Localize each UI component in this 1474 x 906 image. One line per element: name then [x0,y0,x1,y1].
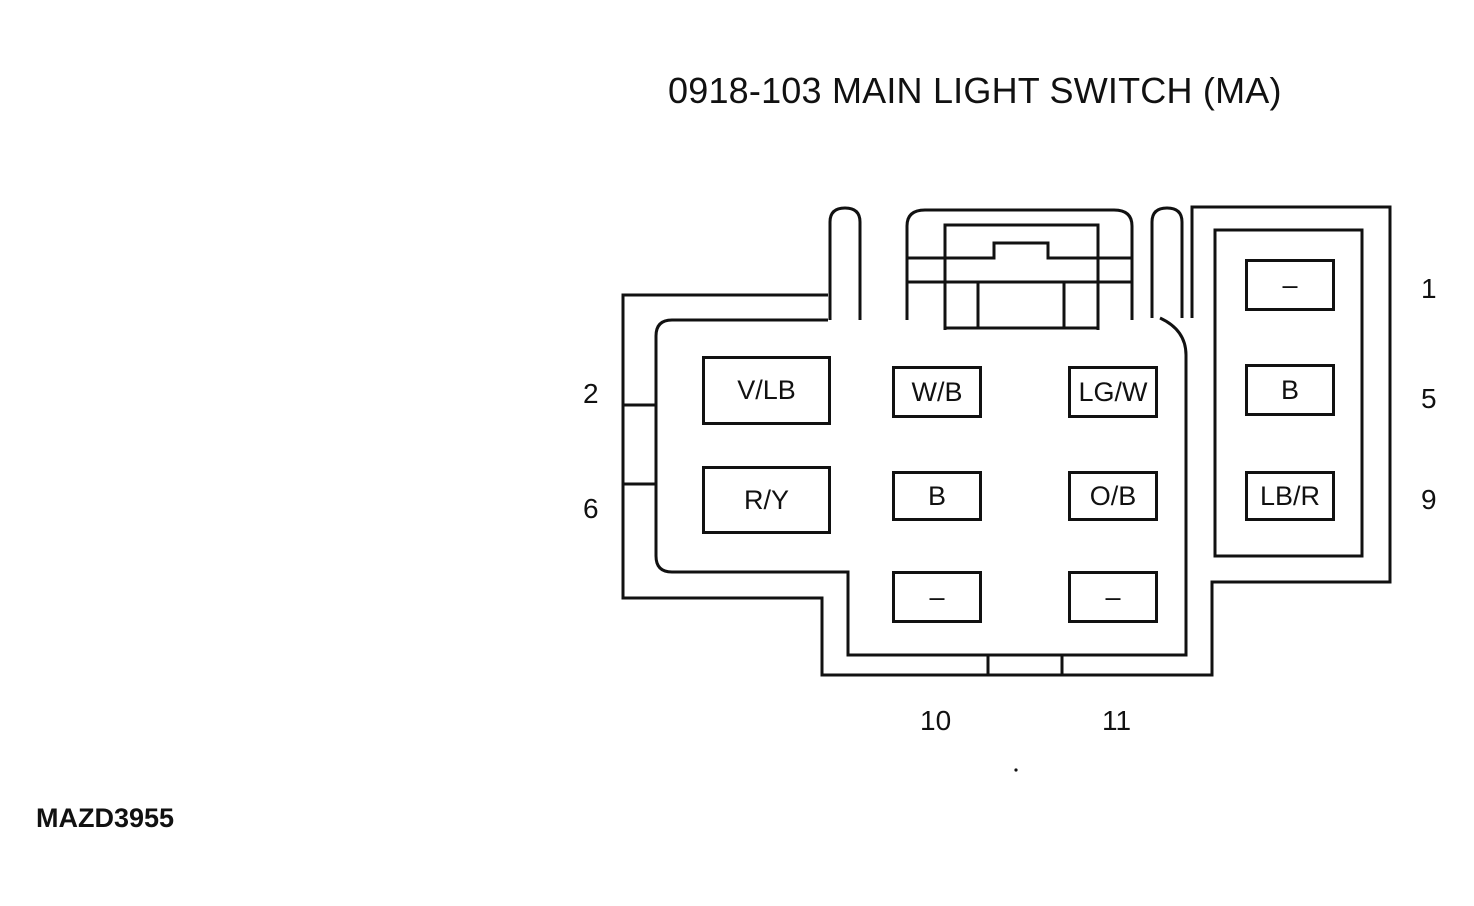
stray-dot [1014,768,1018,772]
pin-number-1: 1 [1421,273,1437,304]
figure-code: MAZD3955 [36,803,175,833]
pin-number-11: 11 [1102,705,1132,736]
cavity-side-1: – [1245,259,1335,311]
pin-number-6: 6 [583,493,599,524]
cavity-r1c3: LG/W [1068,366,1158,418]
pin-number-10: 10 [920,705,952,736]
cavity-r2c2: B [892,471,982,521]
pin-number-9: 9 [1421,484,1437,515]
cavity-side-3: LB/R [1245,471,1335,521]
cavity-r3c2: – [892,571,982,623]
pin-number-5: 5 [1421,383,1437,414]
cavity-r1c2: W/B [892,366,982,418]
cavity-side-2: B [1245,364,1335,416]
cavity-r2c3: O/B [1068,471,1158,521]
diagram-title: 0918-103 MAIN LIGHT SWITCH (MA) [668,70,1282,111]
cavity-r1c1: V/LB [702,356,831,425]
cavity-r2c1: R/Y [702,466,831,534]
pin-number-2: 2 [583,378,599,409]
cavity-r3c3: – [1068,571,1158,623]
